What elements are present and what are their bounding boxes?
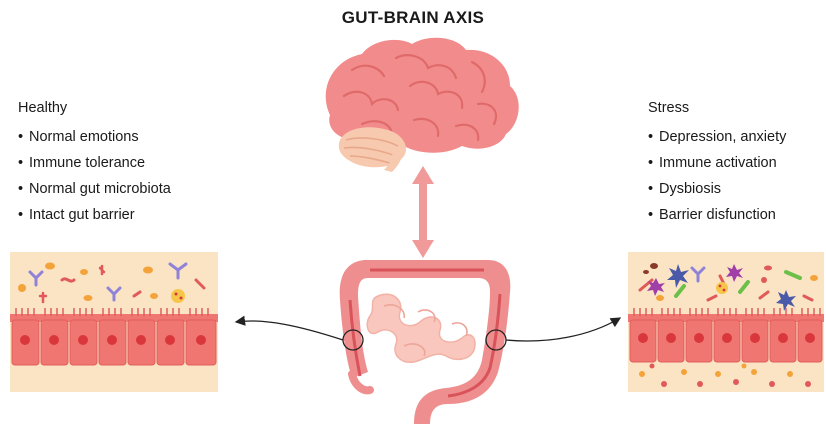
stress-gut-tissue xyxy=(628,252,824,392)
intestine-icon xyxy=(340,260,511,424)
bidirectional-arrow-icon xyxy=(412,166,434,258)
healthy-gut-tissue xyxy=(10,252,218,392)
stress-cells xyxy=(630,320,822,362)
healthy-pointer-arrow xyxy=(236,321,343,340)
stress-pointer-arrow xyxy=(506,318,620,341)
brain-icon xyxy=(326,38,519,172)
